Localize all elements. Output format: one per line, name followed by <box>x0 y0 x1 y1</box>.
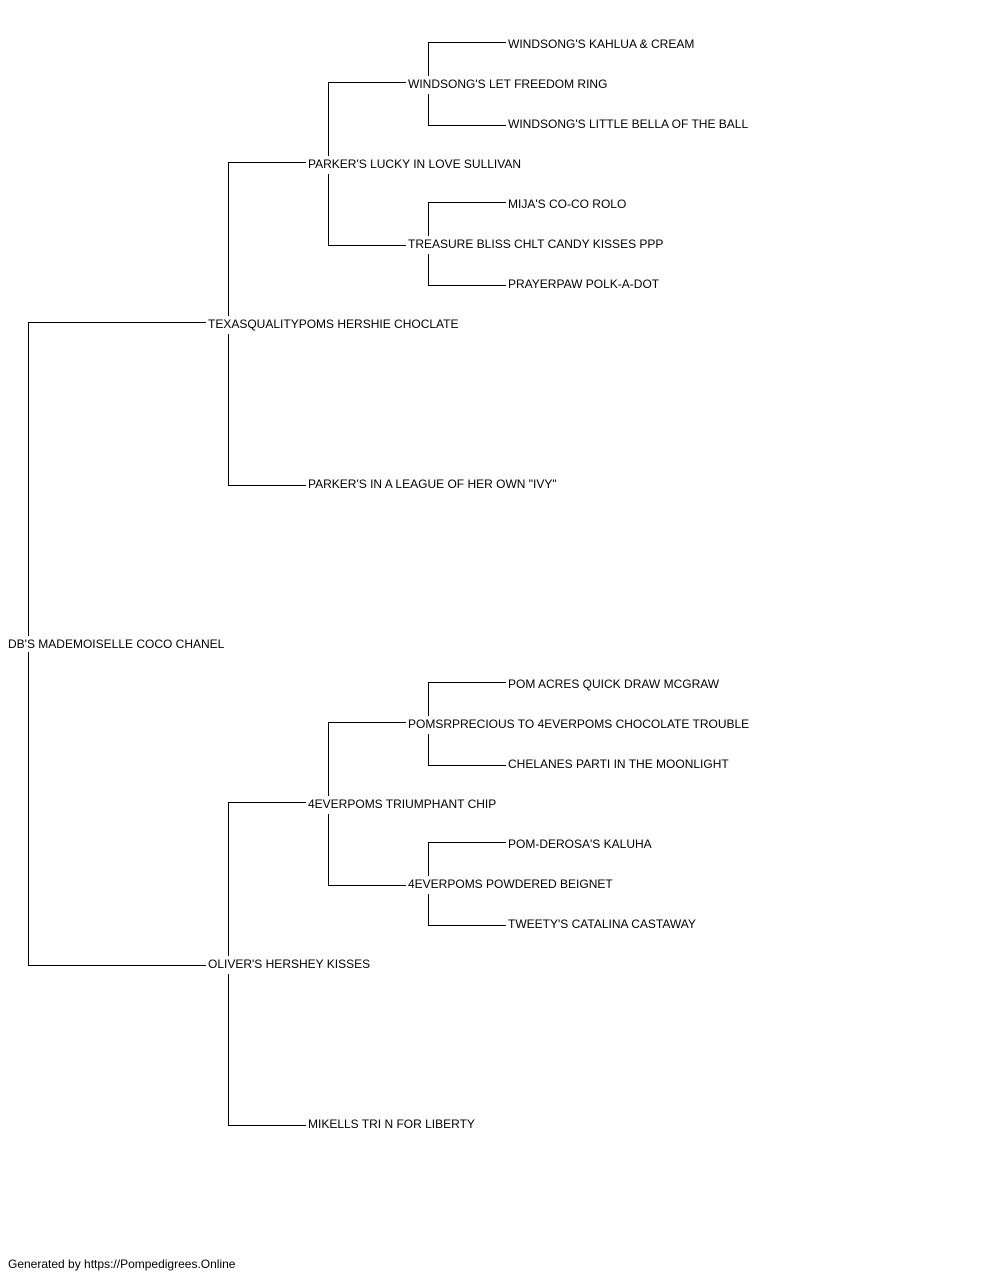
connector-sire-sire-dam <box>428 202 506 286</box>
connector-dam-sire-sire <box>428 682 506 766</box>
dam-sire-dam-name: 4EVERPOMS POWDERED BEIGNET <box>408 877 615 891</box>
sire-name: TEXASQUALITYPOMS HERSHIE CHOCLATE <box>208 317 461 331</box>
sire-sire-dam-dam-name: PRAYERPAW POLK-A-DOT <box>508 277 662 291</box>
dam-name: OLIVER'S HERSHEY KISSES <box>208 957 373 971</box>
dam-sire-dam-sire-name: POM-DEROSA'S KALUHA <box>508 837 654 851</box>
dam-sire-dam-dam-name: TWEETY'S CATALINA CASTAWAY <box>508 917 698 931</box>
subject-name: DB'S MADEMOISELLE COCO CHANEL <box>8 637 227 651</box>
connector-sire <box>228 162 306 486</box>
sire-sire-sire-name: WINDSONG'S LET FREEDOM RING <box>408 77 610 91</box>
sire-sire-dam-sire-name: MIJA'S CO-CO ROLO <box>508 197 629 211</box>
connector-subject <box>28 322 206 966</box>
connector-dam-sire-dam <box>428 842 506 926</box>
dam-dam-name: MIKELLS TRI N FOR LIBERTY <box>308 1117 477 1131</box>
connector-dam <box>228 802 306 1126</box>
dam-sire-sire-dam-name: CHELANES PARTI IN THE MOONLIGHT <box>508 757 731 771</box>
sire-dam-name: PARKER'S IN A LEAGUE OF HER OWN "IVY" <box>308 477 559 491</box>
dam-sire-sire-sire-name: POM ACRES QUICK DRAW MCGRAW <box>508 677 722 691</box>
footer-credit: Generated by https://Pompedigrees.Online <box>8 1257 236 1271</box>
sire-sire-name: PARKER'S LUCKY IN LOVE SULLIVAN <box>308 157 524 171</box>
connector-dam-sire <box>328 722 406 886</box>
dam-sire-sire-name: POMSRPRECIOUS TO 4EVERPOMS CHOCOLATE TRO… <box>408 717 752 731</box>
sire-sire-dam-name: TREASURE BLISS CHLT CANDY KISSES PPP <box>408 237 666 251</box>
sire-sire-sire-dam-name: WINDSONG'S LITTLE BELLA OF THE BALL <box>508 117 751 131</box>
dam-sire-name: 4EVERPOMS TRIUMPHANT CHIP <box>308 797 499 811</box>
connector-sire-sire-sire <box>428 42 506 126</box>
connector-sire-sire <box>328 82 406 246</box>
sire-sire-sire-sire-name: WINDSONG'S KAHLUA & CREAM <box>508 37 697 51</box>
